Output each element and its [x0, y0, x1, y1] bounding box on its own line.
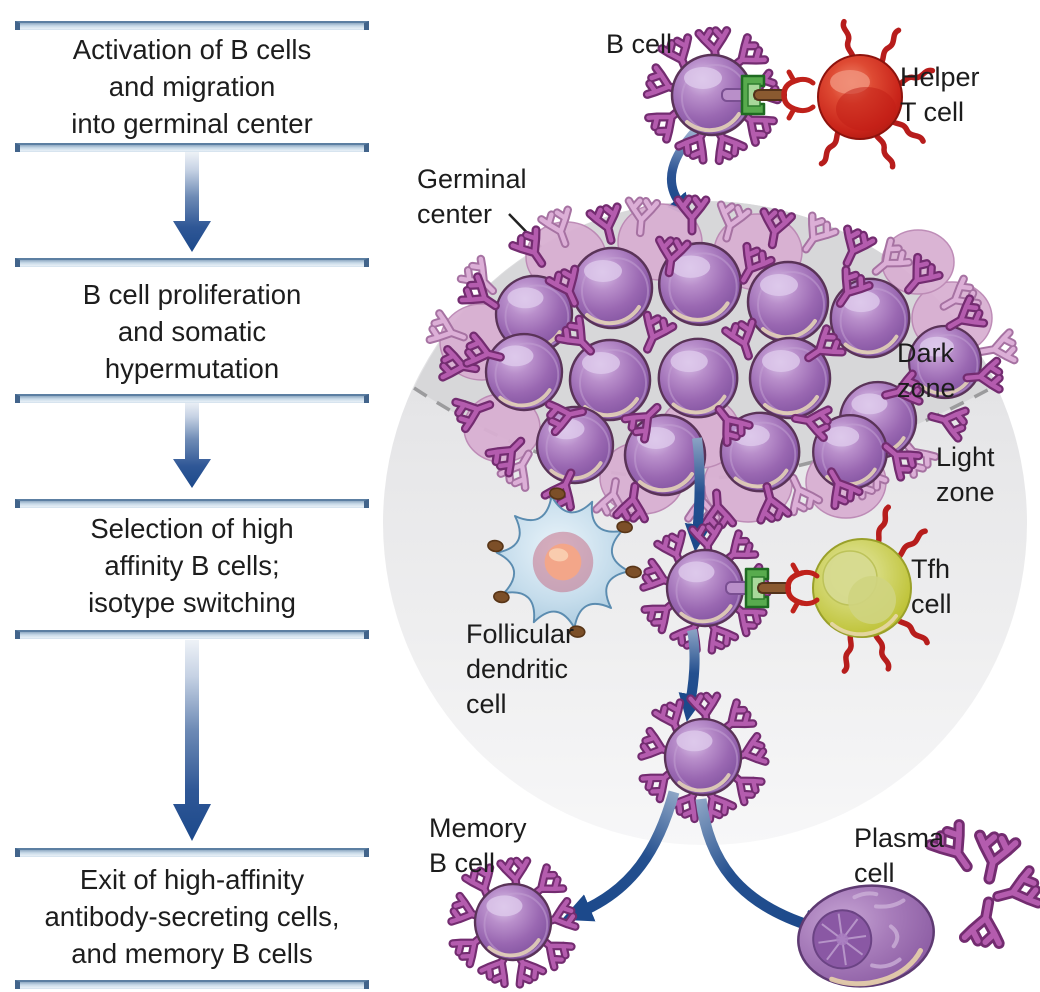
helper-t-cell-illustration — [817, 21, 933, 167]
follicular-dendritic-cell-illustration — [487, 487, 642, 638]
plasma-cell-label: Plasma cell — [854, 823, 945, 888]
selection-arrow — [678, 629, 705, 722]
light-zone-label: Light zone — [936, 442, 995, 507]
flow-step-3: Selection of high affinity B cells; isot… — [88, 513, 296, 618]
flow-divider-bar — [15, 848, 369, 857]
memory-b-cell-label: Memory B cell — [429, 813, 527, 878]
tfh-cell-illustration — [812, 507, 928, 672]
flow-arrow-1 — [173, 152, 211, 252]
dark-zone-label: Dark zone — [897, 338, 956, 403]
b-cell-label: B cell — [606, 29, 673, 59]
flow-step-4: Exit of high-affinity antibody-secreting… — [44, 864, 340, 969]
flow-step-2: B cell proliferation and somatic hypermu… — [82, 279, 302, 384]
flowchart-arrows — [173, 152, 211, 841]
flow-step-1: Activation of B cells and migration into… — [71, 34, 313, 139]
flow-arrow-2 — [173, 401, 211, 488]
flow-divider-bar — [15, 980, 369, 989]
secreted-antibodies — [930, 824, 1039, 945]
flow-divider-bar — [15, 394, 369, 403]
dark-zone-b-cell-cluster — [429, 199, 1015, 526]
plasma-cell-illustration — [797, 884, 935, 988]
follicular-dendritic-cell-label: Follicular dendritic cell — [466, 619, 575, 719]
flow-divider-bar — [15, 258, 369, 267]
dark-zone-to-light-zone-arrow — [684, 437, 712, 553]
flow-divider-bar — [15, 630, 369, 639]
flow-divider-bar — [15, 499, 369, 508]
exit-to-memory-arrow — [561, 790, 680, 922]
exit-to-plasma-arrow — [695, 798, 834, 938]
flow-divider-bar — [15, 21, 369, 30]
tfh-cell-label: Tfh cell — [911, 554, 952, 619]
helper-t-cell-label: Helper T cell — [900, 62, 980, 127]
flow-arrow-3 — [173, 640, 211, 841]
flow-divider-bar — [15, 143, 369, 152]
germinal-center-label: Germinal center — [417, 164, 527, 229]
